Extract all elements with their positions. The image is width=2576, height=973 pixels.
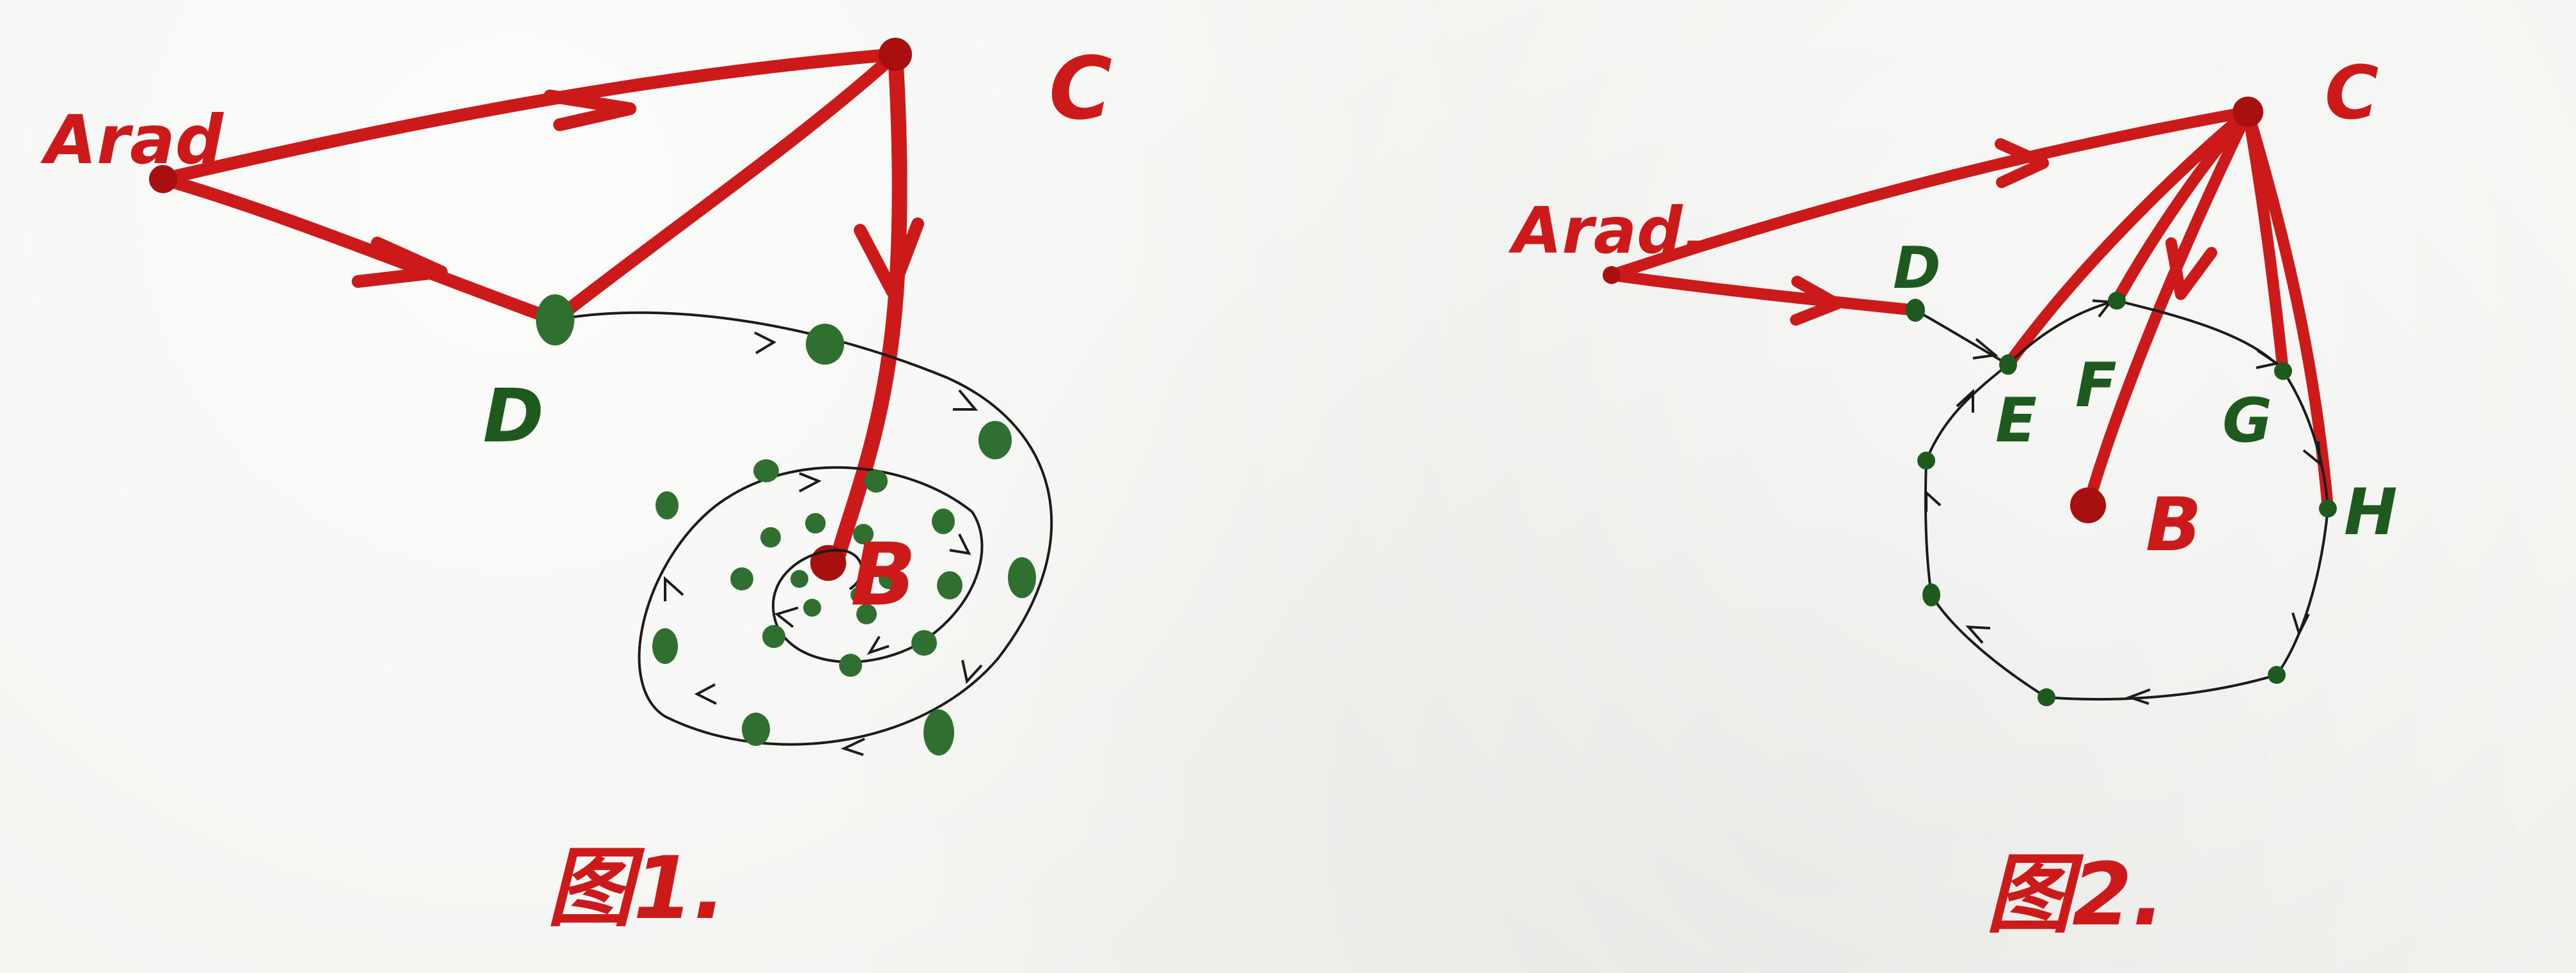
fig2-arad-to-d-path (1606, 269, 1921, 316)
fig2-arad-to-c-path (1606, 106, 2254, 281)
fig2-cycle-nodes (1906, 292, 2337, 706)
spiral-dot (742, 713, 770, 746)
fig2-node-arad (1603, 266, 1621, 284)
fig1-spiral-arrow (754, 331, 777, 354)
spiral-dot (923, 709, 954, 755)
fig2-label-g: G (2222, 386, 2272, 456)
spiral-dot (656, 491, 679, 519)
fig2-arad-to-d-arrow (1790, 276, 1842, 326)
fig1-spiral-arrow (953, 389, 978, 411)
spiral-dot (1008, 557, 1036, 598)
fig2-caption: 图2. (1986, 844, 2165, 945)
spiral-dot (790, 570, 808, 588)
fig2-cycle-arrow (2126, 688, 2151, 705)
spiral-dot (753, 459, 779, 482)
fig2-label-h: H (2344, 475, 2398, 550)
spiral-dot (805, 513, 826, 534)
fig2-cycle-arrow (2302, 441, 2322, 467)
fig2-label-f: F (2075, 351, 2117, 421)
fig1-arad-to-d-arrow (352, 237, 448, 288)
fig2-node-e (1999, 354, 2017, 375)
spiral-dot (652, 628, 678, 664)
spiral-dot (839, 654, 862, 677)
fig2-label-b: B (2146, 482, 2202, 568)
spiral-dot (762, 625, 785, 648)
fig1-node-c (879, 38, 912, 71)
spiral-dot (803, 599, 821, 617)
spiral-dot (978, 421, 1012, 459)
fig2-node-c (2233, 97, 2263, 127)
spiral-dot (865, 470, 888, 493)
fig1-c-to-b-path (830, 47, 907, 564)
fig2-cycle-arrow (1965, 625, 1991, 644)
spiral-dot (851, 587, 866, 603)
fig1-caption: 图1. (547, 838, 726, 938)
fig2-cycle-dot (2268, 666, 2286, 684)
fig2-cycle-dot (2038, 688, 2055, 706)
fig2-label-c: C (2325, 51, 2378, 136)
fig2-c-to-e-path (2002, 106, 2254, 370)
fig2-node-h (2319, 500, 2337, 518)
fig2-label-e: E (1995, 386, 2037, 456)
fig2-node-d (1906, 299, 1925, 322)
fig2-label-d: D (1893, 235, 1941, 302)
fig1-spiral-arrow (774, 606, 799, 628)
fig2-cycle-arrow (1925, 489, 1942, 512)
fig2-node-g (2274, 362, 2292, 380)
fig1-spiral-path (554, 311, 1053, 746)
spiral-dot (730, 567, 753, 590)
fig1-node-d (536, 294, 574, 345)
fig2-label-arad: Arad. (1508, 193, 1707, 268)
fig2-cycle-dot (1917, 452, 1935, 470)
figure-1: Arad C D B 图1. (40, 38, 1112, 938)
spiral-dot (760, 527, 781, 548)
fig1-label-c: C (1049, 38, 1112, 139)
fig2-cycle-arrow (1956, 388, 1974, 413)
fig2-cycle-arrow (2291, 612, 2310, 637)
spiral-dot (856, 604, 877, 624)
fig1-spiral-arrow (867, 635, 890, 655)
fig2-cycle-path (1914, 299, 2330, 701)
spiral-dot (806, 324, 844, 365)
fig2-node-b (2070, 487, 2106, 523)
fig1-node-arad (149, 165, 177, 193)
fig1-label-d: D (483, 374, 544, 459)
fig1-c-to-b-arrow (854, 218, 924, 297)
spiral-dot (932, 509, 955, 534)
fig2-c-to-f-path (2111, 106, 2254, 306)
fig2-c-to-b-path (2082, 106, 2254, 511)
fig1-spiral-arrow (799, 472, 822, 493)
fig1-label-arad: Arad (40, 101, 224, 179)
fig2-cycle-arrow (2256, 349, 2281, 369)
spiral-dot (853, 524, 874, 544)
fig1-arad-to-c-path (157, 48, 902, 186)
fig1-spiral-arrow (694, 683, 717, 705)
fig2-c-to-h-path (2242, 106, 2334, 514)
fig1-arad-to-d-path (157, 173, 562, 326)
fig1-spiral-dots (536, 294, 1036, 755)
fig2-cycle-arrow (1972, 338, 1999, 360)
fig2-cycle-dot (1922, 583, 1940, 606)
fig2-node-f (2108, 292, 2126, 310)
fig1-d-to-c-path (549, 48, 902, 326)
fig1-spiral-arrow (949, 534, 971, 555)
fig1-arad-to-c-arrow (544, 90, 636, 131)
spiral-dot (911, 630, 937, 656)
spiral-dot (937, 571, 962, 599)
spiral-dot (879, 569, 899, 589)
fig1-spiral-arrow (840, 738, 865, 756)
figure-2: Arad. C D E F G H B 图2. (1508, 51, 2398, 945)
fig1-spiral-arrow (664, 576, 684, 601)
fig2-arad-to-c-arrow (1995, 138, 2049, 188)
fig2-c-to-b-arrow (2165, 237, 2217, 300)
fig1-label-b: B (851, 525, 916, 625)
fig1-spiral-arrow (961, 660, 983, 684)
